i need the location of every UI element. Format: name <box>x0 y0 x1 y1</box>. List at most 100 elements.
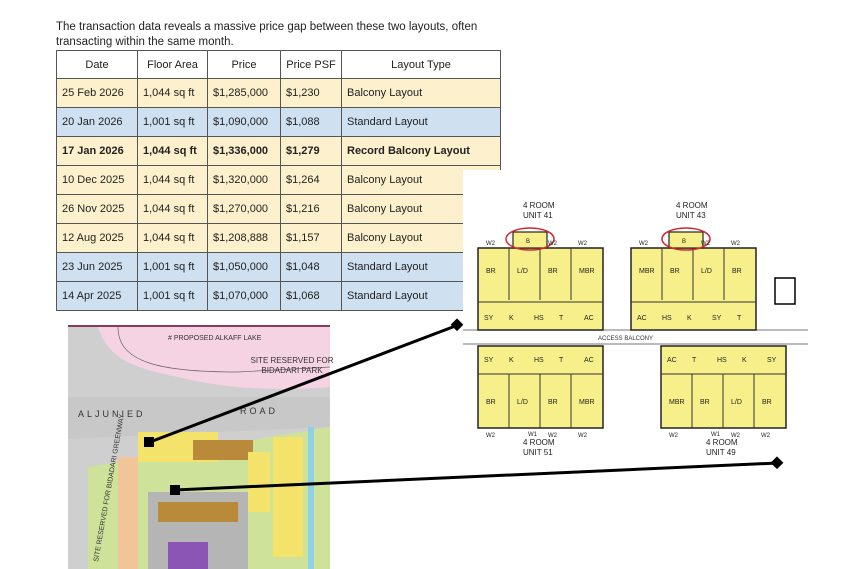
window-label: W2 <box>578 241 588 247</box>
cell-floor-area: 1,044 sq ft <box>137 136 208 166</box>
room-label: T <box>559 357 564 364</box>
road-label-left: ALJUNIED <box>78 409 146 419</box>
room-label: AC <box>637 315 647 322</box>
col-floor-area: Floor Area <box>137 50 208 79</box>
window-label: W2 <box>548 433 558 439</box>
room-label: L/D <box>731 399 742 406</box>
highlight-circle <box>661 227 711 251</box>
road-label-right: ROAD <box>240 406 278 416</box>
room-label: L/D <box>701 268 712 275</box>
room-label: T <box>737 315 742 322</box>
cell-price: $1,090,000 <box>207 107 281 137</box>
stair-outline <box>774 277 796 305</box>
room-label: BR <box>548 399 558 406</box>
room-label: B <box>682 239 686 245</box>
unit-type-label: 4 ROOM <box>706 438 738 447</box>
cell-price-psf: $1,216 <box>280 194 342 224</box>
room-label: MBR <box>579 399 595 406</box>
intro-text: The transaction data reveals a massive p… <box>56 21 478 48</box>
window-label: W2 <box>578 433 588 439</box>
cell-price-psf: $1,230 <box>280 78 342 108</box>
cell-price: $1,070,000 <box>207 281 281 311</box>
cell-price-psf: $1,157 <box>280 223 342 253</box>
room-label: BR <box>700 399 710 406</box>
cell-price: $1,050,000 <box>207 252 281 282</box>
window-label: W2 <box>639 241 649 247</box>
cell-price-psf: $1,264 <box>280 165 342 195</box>
room-label: BR <box>732 268 742 275</box>
balcony-room <box>668 231 704 249</box>
cell-floor-area: 1,044 sq ft <box>137 223 208 253</box>
cell-floor-area: 1,044 sq ft <box>137 194 208 224</box>
room-label: MBR <box>669 399 685 406</box>
cell-price: $1,285,000 <box>207 78 281 108</box>
window-label: W2 <box>701 241 711 247</box>
window-label: W1 <box>528 432 538 438</box>
cell-date: 26 Nov 2025 <box>56 194 138 224</box>
room-label: AC <box>584 357 594 364</box>
room-label: SY <box>484 315 494 322</box>
col-layout-type: Layout Type <box>341 50 501 79</box>
cell-layout-type: Standard Layout <box>341 107 501 137</box>
room-label: K <box>687 315 692 322</box>
cell-date: 20 Jan 2026 <box>56 107 138 137</box>
access-balcony-label: ACCESS BALCONY <box>598 336 653 342</box>
cell-date: 10 Dec 2025 <box>56 165 138 195</box>
unit-type-label: 4 ROOM <box>676 201 708 210</box>
room-label: SY <box>712 315 722 322</box>
room-label: T <box>559 315 564 322</box>
room-label: BR <box>486 268 496 275</box>
room-label: K <box>509 357 514 364</box>
room-label: SY <box>767 357 777 364</box>
unit-number-label: UNIT 51 <box>523 448 553 457</box>
room-label: B <box>526 239 530 245</box>
room-label: K <box>742 357 747 364</box>
balcony-room <box>512 231 548 249</box>
cell-floor-area: 1,044 sq ft <box>137 165 208 195</box>
unit-number-label: UNIT 49 <box>706 448 736 457</box>
room-label: HS <box>717 357 727 364</box>
unit-number-label: UNIT 41 <box>523 211 553 220</box>
cell-layout-type: Record Balcony Layout <box>341 136 501 166</box>
cell-price: $1,208,888 <box>207 223 281 253</box>
cell-price: $1,336,000 <box>207 136 281 166</box>
room-label: L/D <box>517 268 528 275</box>
park-label: SITE RESERVED FOR BIDADARI PARK <box>250 356 334 375</box>
cell-price-psf: $1,088 <box>280 107 342 137</box>
room-label: AC <box>667 357 677 364</box>
lake-label: # PROPOSED ALKAFF LAKE <box>168 335 262 342</box>
room-label: L/D <box>517 399 528 406</box>
cell-floor-area: 1,001 sq ft <box>137 252 208 282</box>
unit-type-label: 4 ROOM <box>523 201 555 210</box>
room-label: HS <box>662 315 672 322</box>
cell-date: 17 Jan 2026 <box>56 136 138 166</box>
room-label: BR <box>670 268 680 275</box>
cell-date: 12 Aug 2025 <box>56 223 138 253</box>
room-label: BR <box>486 399 496 406</box>
col-price: Price <box>207 50 281 79</box>
window-label: W2 <box>731 433 741 439</box>
cell-layout-type: Balcony Layout <box>341 78 501 108</box>
transactions-table: Date Floor Area Price Price PSF Layout T… <box>56 50 501 311</box>
window-label: W2 <box>669 433 679 439</box>
cell-price-psf: $1,279 <box>280 136 342 166</box>
cell-price: $1,320,000 <box>207 165 281 195</box>
window-label: W1 <box>711 432 721 438</box>
highlight-circle <box>505 227 555 251</box>
cell-floor-area: 1,001 sq ft <box>137 281 208 311</box>
col-date: Date <box>56 50 138 79</box>
window-label: W2 <box>486 433 496 439</box>
room-label: K <box>509 315 514 322</box>
col-price-psf: Price PSF <box>280 50 342 79</box>
marker-diamond-1 <box>450 318 464 332</box>
cell-price-psf: $1,068 <box>280 281 342 311</box>
